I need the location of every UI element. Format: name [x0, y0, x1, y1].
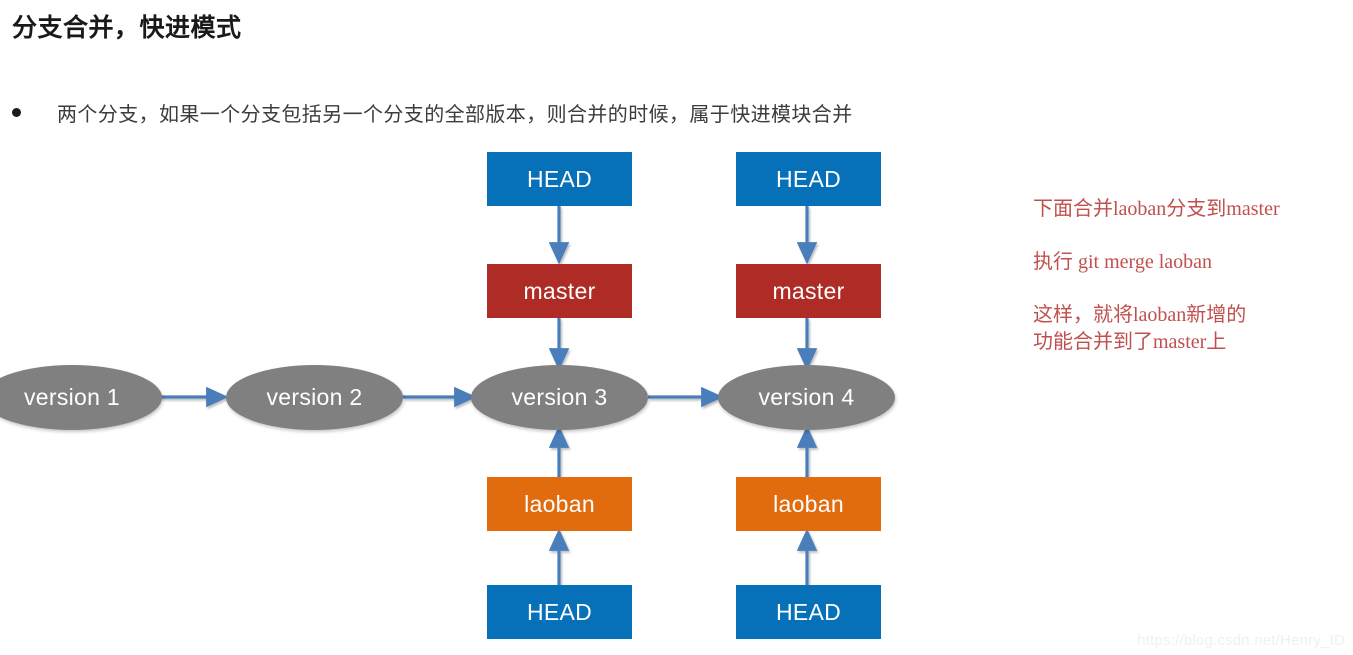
watermark: https://blog.csdn.net/Henry_ID [1137, 632, 1345, 649]
node-laoban-right: laoban [736, 477, 881, 531]
node-head-top-right: HEAD [736, 152, 881, 206]
annotation-panel: 下面合并laoban分支到master 执行 git merge laoban … [1033, 196, 1353, 356]
node-version-1: version 1 [0, 365, 162, 430]
annotation-block-2: 执行 git merge laoban [1033, 249, 1353, 276]
node-master-left: master [487, 264, 632, 318]
bullet-row: 两个分支，如果一个分支包括另一个分支的全部版本，则合并的时候，属于快进模块合并 [12, 98, 853, 127]
node-head-bottom-left: HEAD [487, 585, 632, 639]
page-title: 分支合并，快进模式 [12, 15, 242, 42]
node-head-bottom-right: HEAD [736, 585, 881, 639]
annotation-line: 下面合并laoban分支到master [1033, 198, 1280, 220]
arrow-layer [160, 206, 818, 586]
node-version-2: version 2 [226, 365, 403, 430]
node-version-3: version 3 [471, 365, 648, 430]
node-laoban-left: laoban [487, 477, 632, 531]
annotation-line: 这样，就将laoban新增的 [1033, 304, 1247, 326]
annotation-block-3: 这样，就将laoban新增的 功能合并到了master上 [1033, 302, 1353, 356]
bullet-dot-icon [12, 108, 21, 117]
annotation-block-1: 下面合并laoban分支到master [1033, 196, 1353, 223]
node-head-top-left: HEAD [487, 152, 632, 206]
annotation-line: 执行 git merge laoban [1033, 251, 1213, 273]
bullet-text: 两个分支，如果一个分支包括另一个分支的全部版本，则合并的时候，属于快进模块合并 [57, 104, 853, 126]
node-master-right: master [736, 264, 881, 318]
annotation-line: 功能合并到了master上 [1033, 331, 1227, 353]
branch-merge-diagram: HEAD HEAD master master version 1 versio… [0, 152, 895, 639]
node-version-4: version 4 [718, 365, 895, 430]
